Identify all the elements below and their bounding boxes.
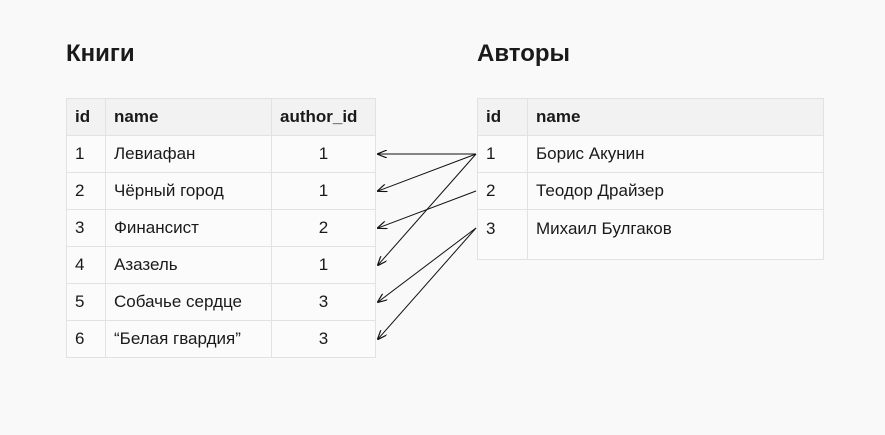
- books-col-author-id: author_id: [271, 98, 376, 136]
- book-name: Финансист: [105, 209, 272, 247]
- author-name: Михаил Булгаков: [527, 209, 824, 260]
- relation-arrow: [378, 153, 477, 265]
- book-id: 2: [66, 172, 106, 210]
- book-name: Чёрный город: [105, 172, 272, 210]
- table-row: 2 Чёрный город 1: [66, 172, 376, 210]
- relation-arrow: [378, 227, 477, 339]
- table-row: 4 Азазель 1: [66, 246, 376, 284]
- book-name: Собачье сердце: [105, 283, 272, 321]
- book-id: 6: [66, 320, 106, 358]
- table-row: 3 Финансист 2: [66, 209, 376, 247]
- author-name: Борис Акунин: [527, 135, 824, 173]
- relation-arrow: [378, 153, 477, 191]
- book-id: 4: [66, 246, 106, 284]
- books-header-row: id name author_id: [66, 98, 376, 136]
- book-author-id: 3: [271, 283, 376, 321]
- book-id: 1: [66, 135, 106, 173]
- book-name: Азазель: [105, 246, 272, 284]
- relation-arrow: [378, 227, 477, 302]
- books-table: id name author_id 1 Левиафан 1 2 Чёрный …: [66, 98, 376, 358]
- authors-col-name: name: [527, 98, 824, 136]
- table-row: 6 “Белая гвардия” 3: [66, 320, 376, 358]
- table-row: 1 Левиафан 1: [66, 135, 376, 173]
- author-id: 1: [477, 135, 528, 173]
- author-id: 2: [477, 172, 528, 210]
- book-author-id: 1: [271, 246, 376, 284]
- table-row: 5 Собачье сердце 3: [66, 283, 376, 321]
- table-row: 2 Теодор Драйзер: [477, 172, 824, 210]
- book-author-id: 1: [271, 135, 376, 173]
- book-id: 3: [66, 209, 106, 247]
- book-name: Левиафан: [105, 135, 272, 173]
- relation-arrow: [378, 190, 477, 228]
- authors-header-row: id name: [477, 98, 824, 136]
- table-row: 1 Борис Акунин: [477, 135, 824, 173]
- table-row: 3 Михаил Булгаков: [477, 209, 824, 260]
- book-author-id: 3: [271, 320, 376, 358]
- book-name: “Белая гвардия”: [105, 320, 272, 358]
- author-name: Теодор Драйзер: [527, 172, 824, 210]
- book-id: 5: [66, 283, 106, 321]
- book-author-id: 1: [271, 172, 376, 210]
- authors-col-id: id: [477, 98, 528, 136]
- books-col-name: name: [105, 98, 272, 136]
- books-title: Книги: [66, 40, 135, 67]
- book-author-id: 2: [271, 209, 376, 247]
- author-id: 3: [477, 209, 528, 260]
- books-col-id: id: [66, 98, 106, 136]
- authors-title: Авторы: [477, 40, 571, 67]
- authors-table: id name 1 Борис Акунин 2 Теодор Драйзер …: [477, 98, 824, 260]
